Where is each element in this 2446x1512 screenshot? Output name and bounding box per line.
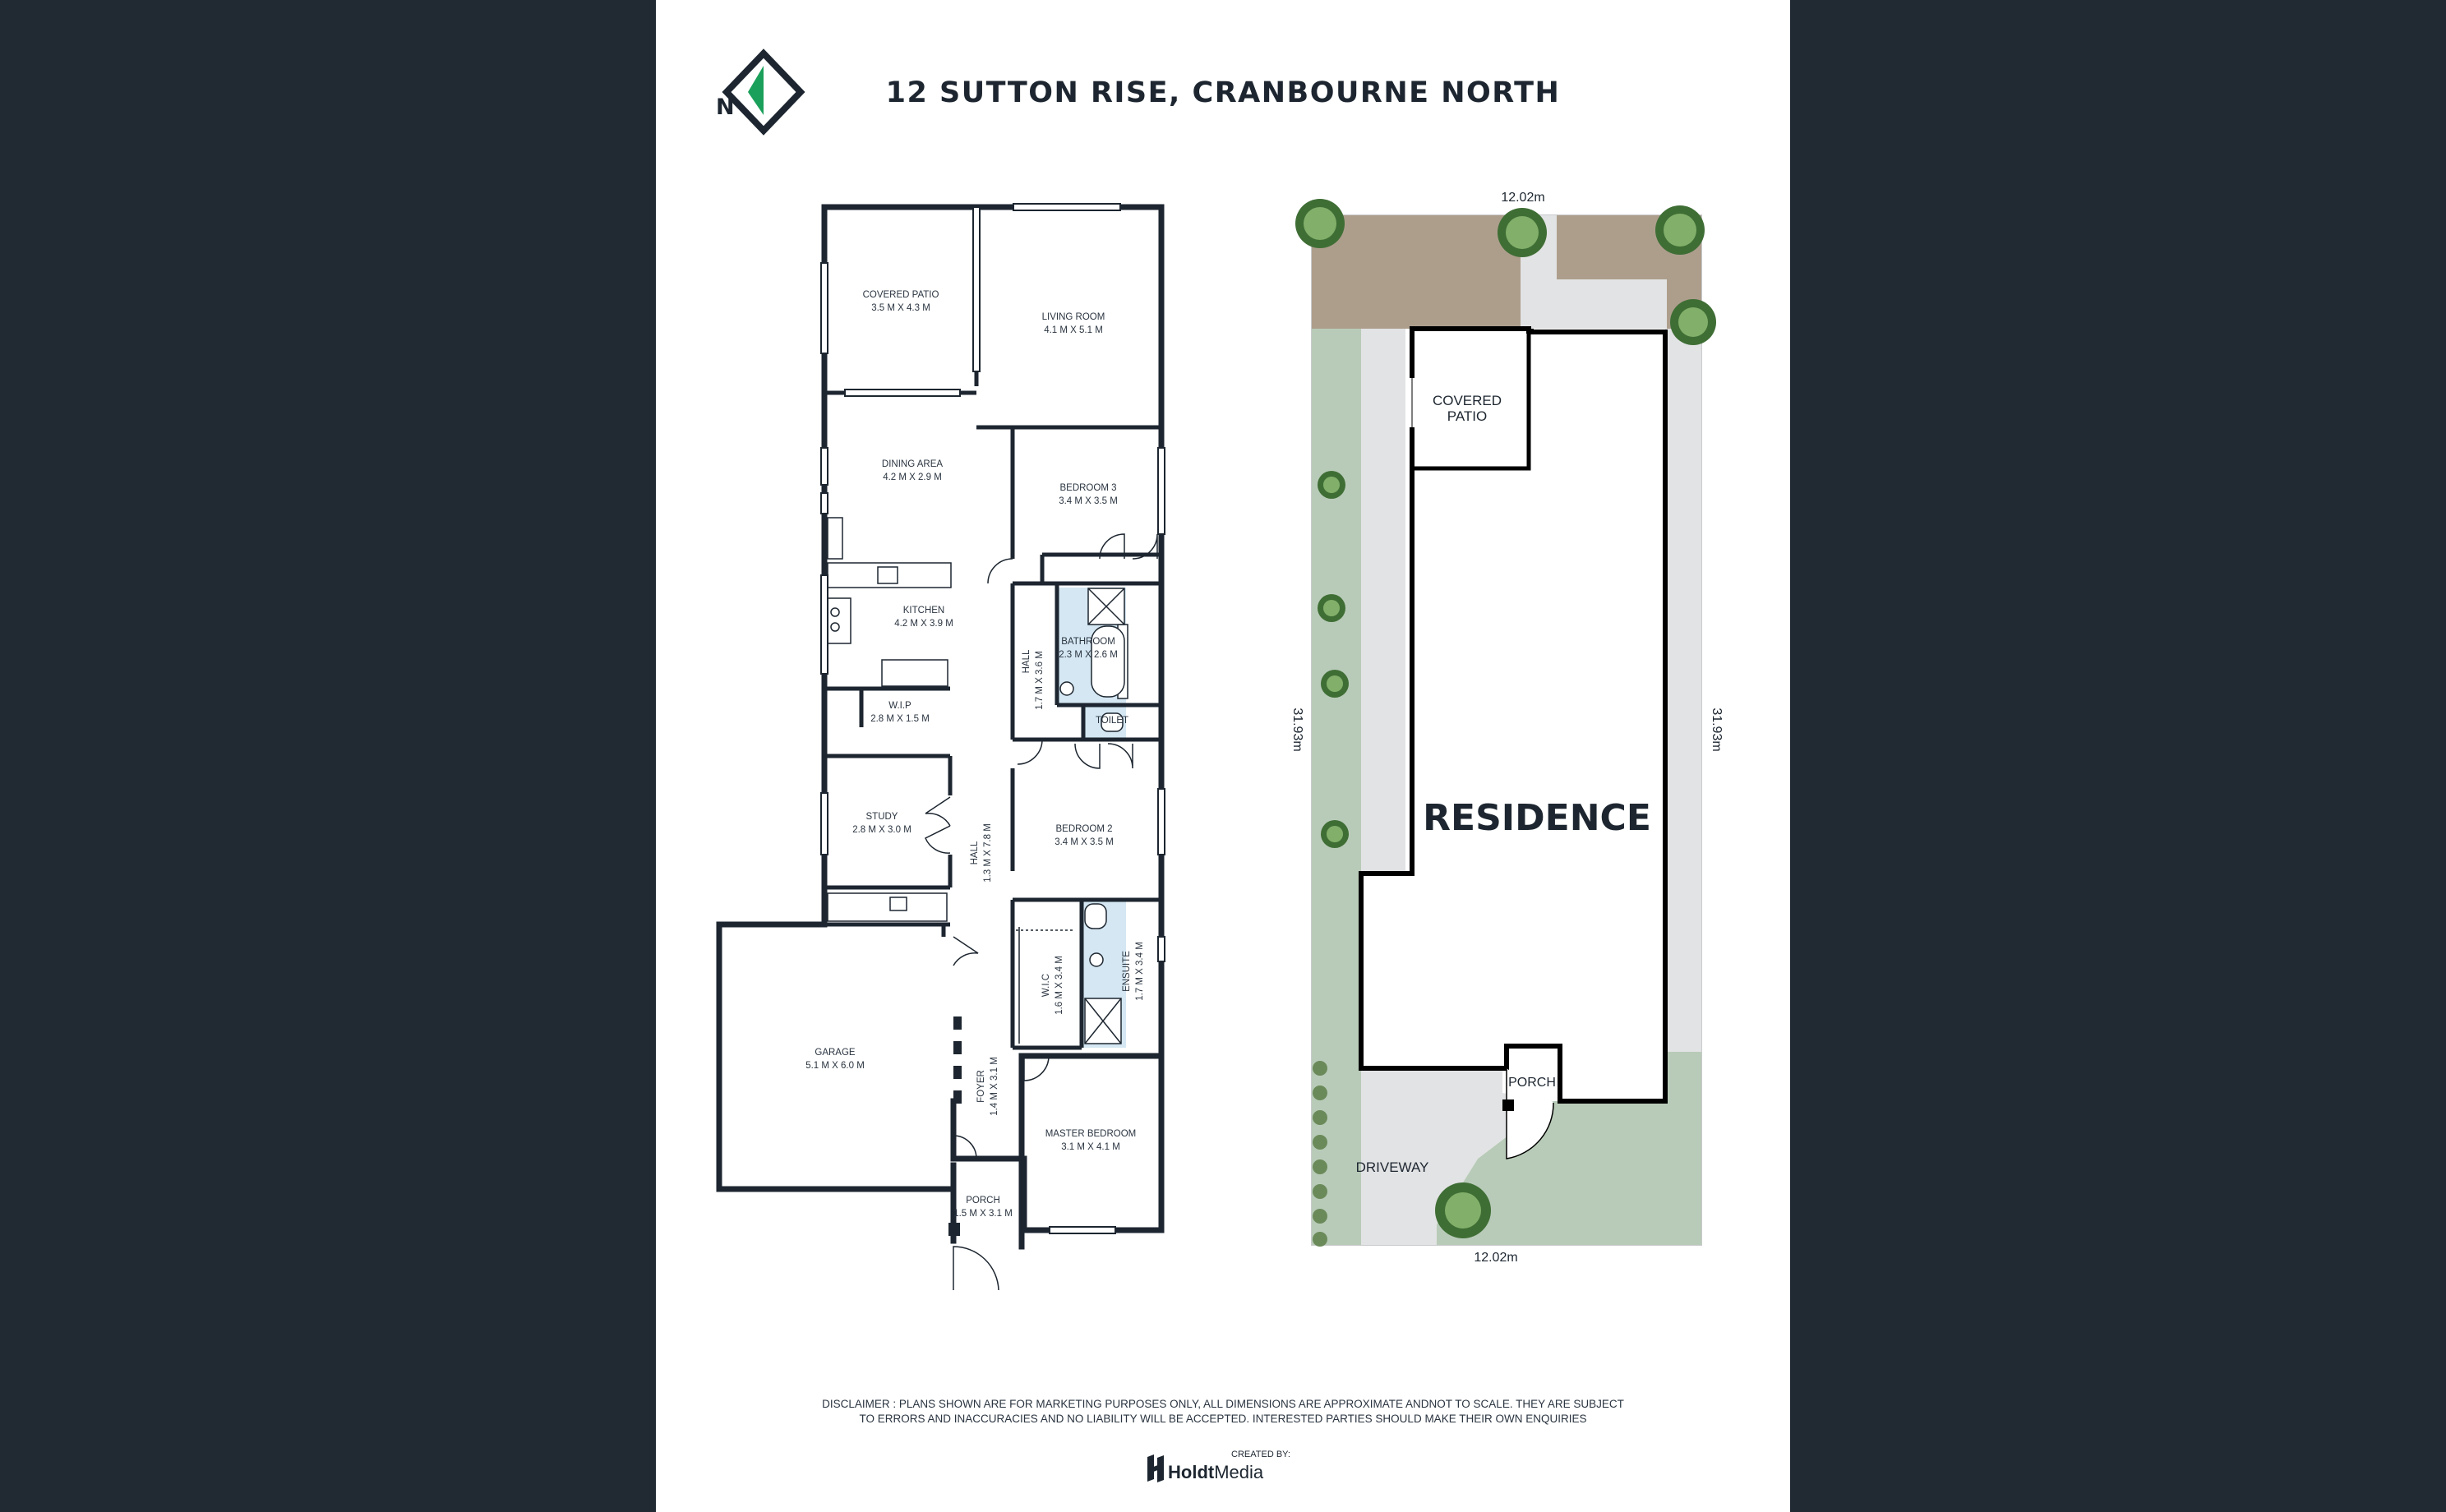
study-dims: 2.8 M X 3.0 M <box>852 825 911 835</box>
interior-walls <box>822 207 1161 1050</box>
tree-icon <box>1435 1182 1491 1238</box>
residence-footprint <box>1359 326 1668 1104</box>
driveway-label: DRIVEWAY <box>1356 1159 1429 1175</box>
tree-icon <box>1295 199 1345 248</box>
ensuite-name: ENSUITE <box>1122 951 1132 992</box>
wic-name: W.I.C <box>1041 974 1051 997</box>
tree-icon <box>1655 205 1705 255</box>
foyer-cabinets <box>953 1016 962 1104</box>
site-left-depth: 31.93m <box>1290 708 1304 751</box>
side-path-right <box>1665 329 1701 1052</box>
site-covered-patio-line2: PATIO <box>1447 408 1488 424</box>
living-room-name: LIVING ROOM <box>1042 312 1105 322</box>
ensuite-dims: 1.7 M X 3.4 M <box>1135 942 1145 1001</box>
patio-wall <box>1412 332 1531 471</box>
compass-label: N <box>716 94 736 120</box>
garage-name: GARAGE <box>815 1048 856 1058</box>
room-labels: COVERED PATIO 3.5 M X 4.3 M LIVING ROOM … <box>805 290 1145 1219</box>
compass: N <box>716 48 805 136</box>
porch-dims: 1.5 M X 3.1 M <box>953 1209 1013 1219</box>
floor-plan: COVERED PATIO 3.5 M X 4.3 M LIVING ROOM … <box>716 203 1165 1291</box>
tree-icon <box>1498 208 1547 257</box>
wip-dims: 2.8 M X 1.5 M <box>870 714 930 724</box>
bedroom-2-name: BEDROOM 2 <box>1055 824 1112 834</box>
covered-patio-dims: 3.5 M X 4.3 M <box>871 303 930 313</box>
residence-label: RESIDENCE <box>1423 797 1651 839</box>
bedroom-3-dims: 3.4 M X 3.5 M <box>1059 496 1118 506</box>
hall-main-dims: 1.3 M X 7.8 M <box>983 823 993 883</box>
plan-sheet: N 12 SUTTON RISE, CRANBOURNE NORTH <box>656 0 1790 1512</box>
hall-upper-dims: 1.7 M X 3.6 M <box>1035 651 1045 710</box>
bathroom-name: BATHROOM <box>1061 637 1115 647</box>
tree-icon <box>1318 471 1345 499</box>
site-top-width: 12.02m <box>1501 191 1544 205</box>
porch-post <box>1502 1099 1514 1111</box>
brand-bold: Holdt <box>1168 1462 1215 1482</box>
covered-patio-name: COVERED PATIO <box>863 290 939 300</box>
bathroom-fixtures <box>1016 588 1128 1044</box>
hedge <box>1313 1061 1327 1247</box>
disclaimer-line-2: TO ERRORS AND INACCURACIES AND NO LIABIL… <box>860 1413 1587 1425</box>
garage-dims: 5.1 M X 6.0 M <box>805 1061 865 1071</box>
kitchen-benches <box>827 517 952 922</box>
foyer-name: FOYER <box>976 1070 986 1103</box>
credit: CREATED BY: HoldtMedia <box>1147 1450 1290 1482</box>
tree-icon <box>1670 299 1716 345</box>
bedroom-3-name: BEDROOM 3 <box>1059 483 1116 493</box>
disclaimer-line-1: DISCLAIMER : PLANS SHOWN ARE FOR MARKETI… <box>822 1398 1624 1410</box>
tree-icon <box>1321 670 1349 698</box>
hall-main-name: HALL <box>970 841 980 864</box>
foyer-dims: 1.4 M X 3.1 M <box>990 1057 999 1116</box>
porch-door <box>1506 1068 1554 1159</box>
kitchen-name: KITCHEN <box>903 606 944 615</box>
living-room-dims: 4.1 M X 5.1 M <box>1044 325 1103 335</box>
hall-upper-name: HALL <box>1022 649 1031 673</box>
site-porch-label: PORCH <box>1508 1076 1556 1090</box>
windows <box>820 203 1165 1234</box>
page-title: 12 SUTTON RISE, CRANBOURNE NORTH <box>886 76 1561 109</box>
bathroom-dims: 2.3 M X 2.6 M <box>1059 650 1118 660</box>
porch-name: PORCH <box>966 1196 1000 1205</box>
wic-dims: 1.6 M X 3.4 M <box>1055 956 1064 1015</box>
rear-paving-left <box>1312 215 1521 329</box>
dining-area-dims: 4.2 M X 2.9 M <box>883 472 942 482</box>
master-bedroom-name: MASTER BEDROOM <box>1045 1129 1137 1139</box>
toilet-name: TOILET <box>1096 716 1128 726</box>
tree-icon <box>1321 820 1349 848</box>
site-bottom-width: 12.02m <box>1474 1251 1517 1265</box>
tree-icons <box>1295 199 1716 1247</box>
dining-area-name: DINING AREA <box>882 459 943 469</box>
site-right-depth: 31.93m <box>1710 708 1724 751</box>
master-bedroom-dims: 3.1 M X 4.1 M <box>1061 1142 1120 1152</box>
tree-icon <box>1318 594 1345 622</box>
bedroom-2-dims: 3.4 M X 3.5 M <box>1055 837 1114 847</box>
doors <box>925 533 1158 1291</box>
brand-light: Media <box>1214 1462 1264 1482</box>
brand-name: HoldtMedia <box>1168 1462 1264 1482</box>
created-by-label: CREATED BY: <box>1231 1450 1290 1459</box>
side-path-left <box>1361 329 1405 871</box>
site-plan: RESIDENCE COVERED PATIO PORCH DRIVEWAY 1… <box>1290 191 1724 1265</box>
porch-post <box>948 1223 960 1236</box>
front-lawn <box>1437 1052 1701 1245</box>
holdt-logo-icon <box>1147 1454 1164 1482</box>
study-name: STUDY <box>866 812 898 822</box>
rear-path-2 <box>1557 279 1667 329</box>
wip-name: W.I.P <box>888 701 911 711</box>
driveway-surface <box>1361 1068 1553 1245</box>
plan-drawing: N 12 SUTTON RISE, CRANBOURNE NORTH <box>716 48 1724 1482</box>
site-covered-patio-line1: COVERED <box>1433 393 1502 408</box>
north-arrow-icon <box>722 48 805 136</box>
kitchen-dims: 4.2 M X 3.9 M <box>894 619 953 629</box>
